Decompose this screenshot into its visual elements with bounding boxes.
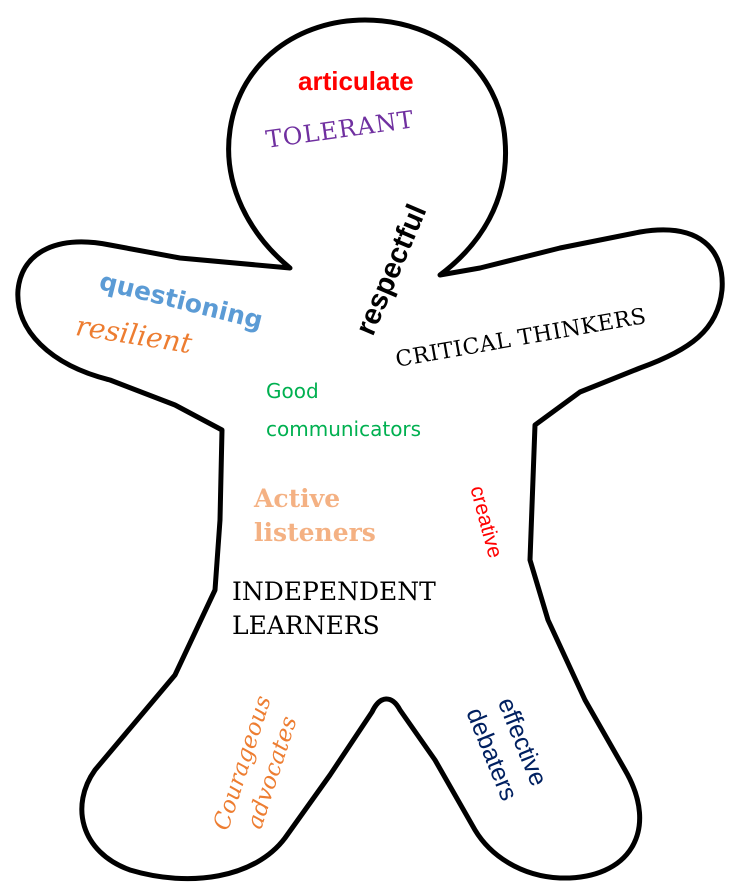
word-good-line2: communicators bbox=[266, 417, 422, 441]
word-articulate: articulate bbox=[298, 66, 414, 96]
word-independent-line2: LEARNERS bbox=[232, 610, 380, 640]
word-active-line1: Active bbox=[254, 484, 341, 513]
word-active-line2: listeners bbox=[254, 517, 376, 547]
word-independent-line1: INDEPENDENT bbox=[232, 577, 436, 606]
word-independent-learners: INDEPENDENT LEARNERS bbox=[232, 575, 436, 643]
word-good-communicators: Good communicators bbox=[266, 372, 421, 448]
word-good-line1: Good bbox=[266, 379, 319, 403]
word-active-listeners: Active listeners bbox=[254, 482, 376, 550]
figure-outline-path bbox=[15, 17, 725, 882]
